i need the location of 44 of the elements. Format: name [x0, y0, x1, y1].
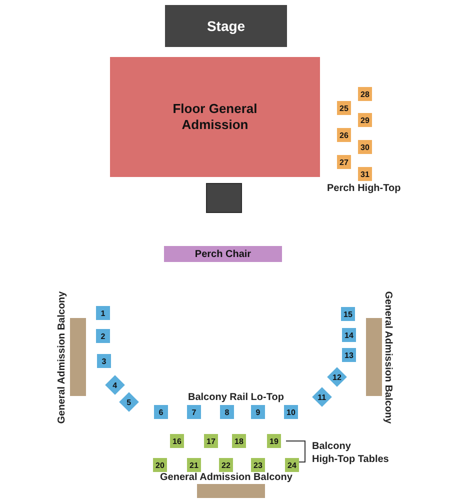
balcony-bar	[70, 318, 86, 396]
section-label: Balcony High-Top Tables	[312, 440, 389, 466]
table-seat: 13	[342, 348, 356, 362]
table-seat: 2	[96, 329, 110, 343]
table-seat: 3	[97, 354, 111, 368]
balcony-bar	[366, 318, 382, 396]
table-seat: 10	[284, 405, 298, 419]
table-seat: 31	[358, 167, 372, 181]
table-seat: 20	[153, 458, 167, 472]
table-seat: 30	[358, 140, 372, 154]
table-seat: 19	[267, 434, 281, 448]
table-seat: 24	[285, 458, 299, 472]
table-seat: 18	[232, 434, 246, 448]
floor-area: Floor General Admission	[110, 57, 320, 177]
section-label: Balcony Rail Lo-Top	[188, 392, 284, 402]
table-seat: 5	[119, 392, 139, 412]
table-seat: 22	[219, 458, 233, 472]
table-seat: 26	[337, 128, 351, 142]
table-seat: 15	[341, 307, 355, 321]
table-seat: 4	[105, 375, 125, 395]
table-seat: 27	[337, 155, 351, 169]
section-label: General Admission Balcony	[160, 472, 292, 482]
table-seat: 21	[187, 458, 201, 472]
table-seat: 12	[327, 367, 347, 387]
table-seat: 28	[358, 87, 372, 101]
table-seat: 8	[220, 405, 234, 419]
table-seat: 14	[342, 328, 356, 342]
booth-box	[206, 183, 242, 213]
table-seat: 17	[204, 434, 218, 448]
perch-chair-section: Perch Chair	[164, 246, 282, 262]
section-label: General Admission Balcony	[56, 290, 68, 424]
table-seat: 16	[170, 434, 184, 448]
table-seat: 25	[337, 101, 351, 115]
section-label: Perch High-Top	[327, 182, 401, 194]
table-seat: 23	[251, 458, 265, 472]
balcony-bar	[197, 484, 265, 498]
table-seat: 6	[154, 405, 168, 419]
table-seat: 1	[96, 306, 110, 320]
table-seat: 7	[187, 405, 201, 419]
table-seat: 9	[251, 405, 265, 419]
stage: Stage	[165, 5, 287, 47]
table-seat: 29	[358, 113, 372, 127]
table-seat: 11	[312, 387, 332, 407]
section-label: General Admission Balcony	[382, 290, 394, 424]
